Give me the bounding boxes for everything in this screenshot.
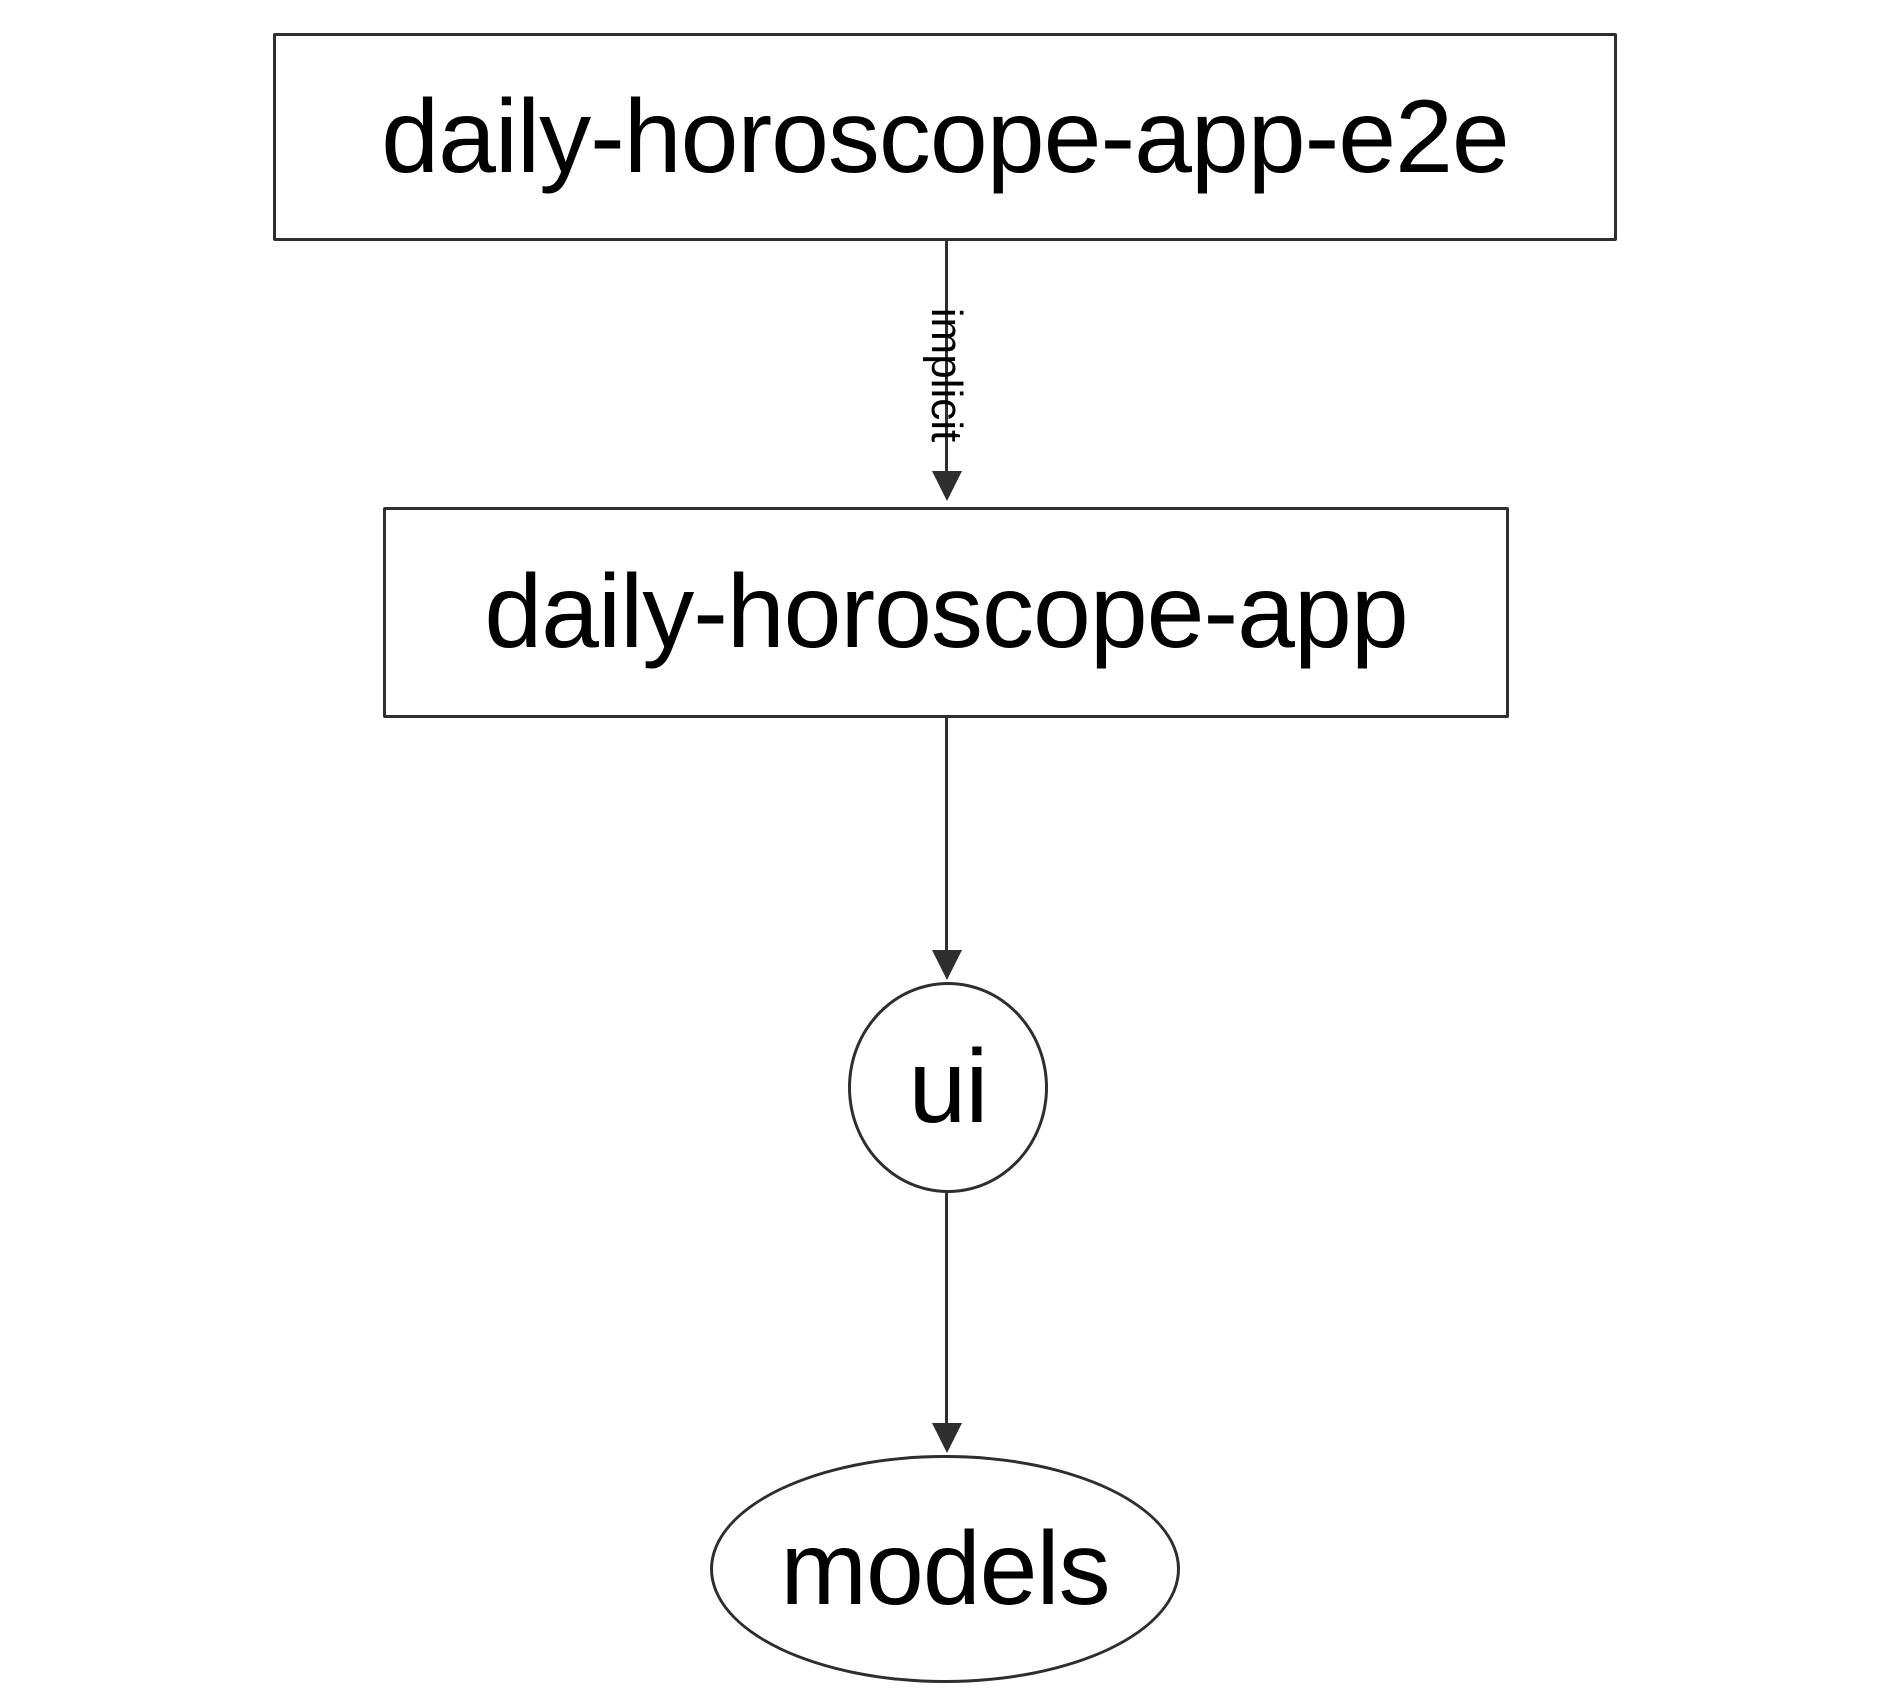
edge-e2e-to-app-label: implicit (922, 307, 971, 443)
node-ui[interactable]: ui (848, 982, 1048, 1193)
edge-app-to-ui-arrowhead-icon (932, 950, 962, 980)
edge-ui-to-models-line (945, 1193, 948, 1425)
edge-app-to-ui-line (945, 718, 948, 952)
edge-e2e-to-app-arrowhead-icon (932, 471, 962, 501)
edge-e2e-to-app-line (945, 241, 948, 473)
node-daily-horoscope-app[interactable]: daily-horoscope-app (383, 507, 1509, 718)
node-models[interactable]: models (710, 1455, 1180, 1683)
edge-ui-to-models-arrowhead-icon (932, 1423, 962, 1453)
node-daily-horoscope-app-e2e[interactable]: daily-horoscope-app-e2e (273, 33, 1617, 241)
